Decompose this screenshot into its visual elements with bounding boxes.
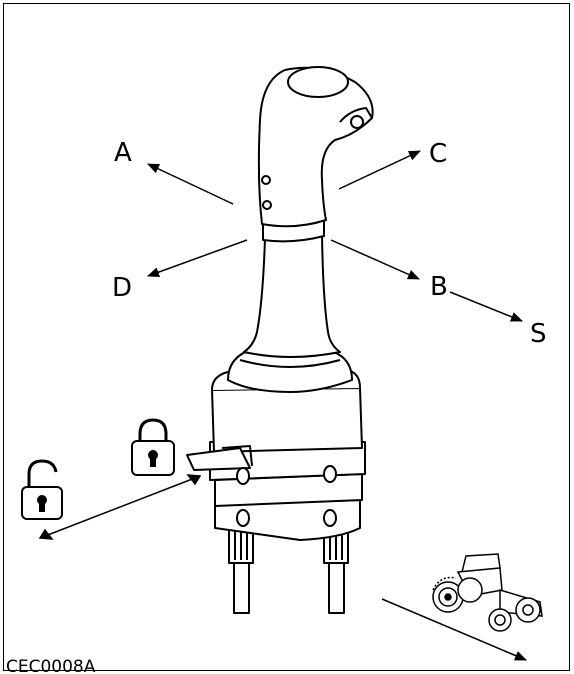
mounting-post-right	[323, 527, 349, 614]
arrow-a	[147, 163, 234, 205]
figure-code: CEC0008A	[6, 657, 96, 674]
arrow-c	[338, 150, 421, 190]
direction-arrows	[38, 150, 527, 661]
label-a: A	[114, 138, 132, 168]
arrow-d	[147, 239, 248, 277]
padlock-closed-icon	[131, 418, 175, 476]
label-c: C	[429, 139, 447, 169]
label-d: D	[112, 273, 132, 303]
label-b: B	[430, 272, 448, 302]
mounting-post-left	[228, 527, 254, 614]
lock-lever	[186, 447, 251, 471]
arrow-s	[449, 291, 523, 322]
arrow-lock	[39, 475, 201, 539]
joystick-shaft	[243, 233, 341, 358]
diagram-frame	[3, 3, 570, 671]
joystick	[186, 66, 374, 614]
arrow-travel	[381, 598, 527, 661]
joystick-handle	[257, 66, 374, 228]
padlock-open-icon	[21, 459, 63, 520]
tractor-icon	[432, 553, 543, 632]
label-s: S	[530, 319, 547, 349]
arrow-b	[330, 239, 420, 280]
